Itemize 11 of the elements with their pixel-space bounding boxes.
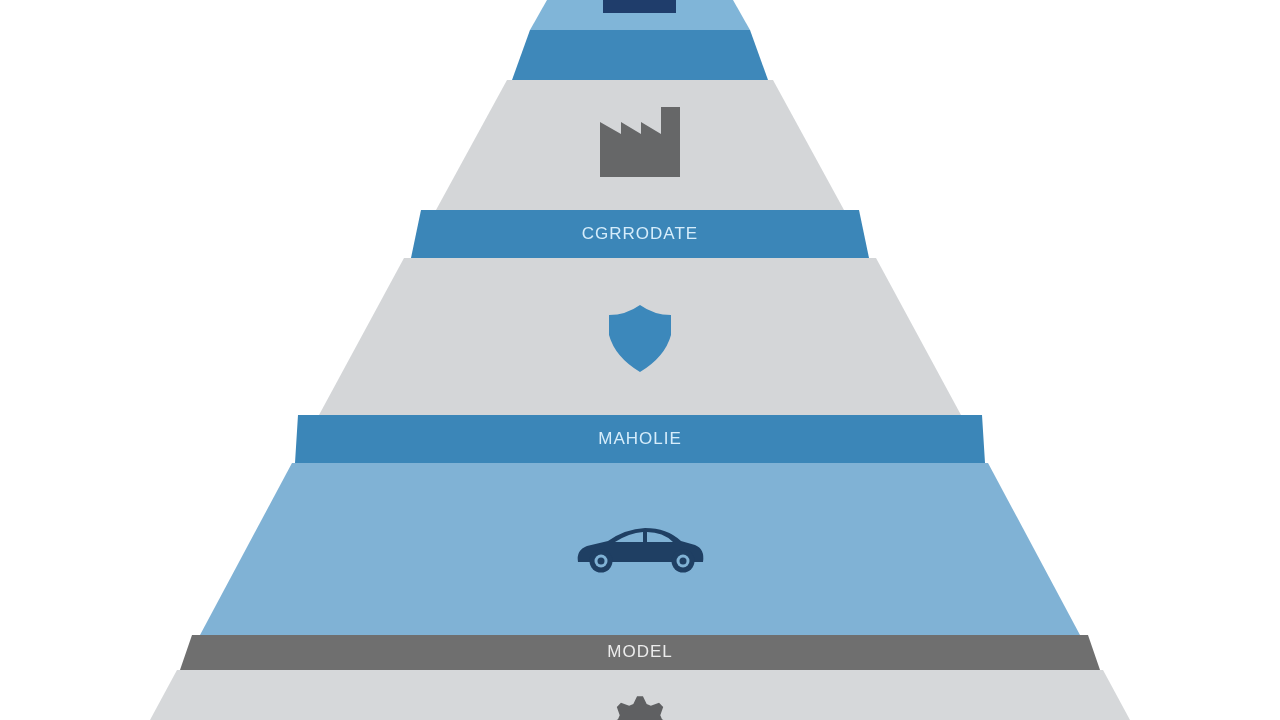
- pyramid-tier: [180, 635, 1100, 670]
- tier-label: MAHOLIE: [598, 429, 682, 449]
- tier-label: MODEL: [607, 643, 673, 662]
- tier-label: CGRRODATE: [581, 224, 699, 244]
- pyramid-tier: [319, 258, 961, 415]
- pyramid-tier: [436, 80, 844, 210]
- pyramid-tier: [295, 415, 985, 463]
- pyramid-tier: [530, 0, 750, 30]
- pyramid-tier: [150, 670, 1130, 720]
- pyramid-tier: [411, 210, 869, 258]
- pyramid-tier: [200, 463, 1080, 635]
